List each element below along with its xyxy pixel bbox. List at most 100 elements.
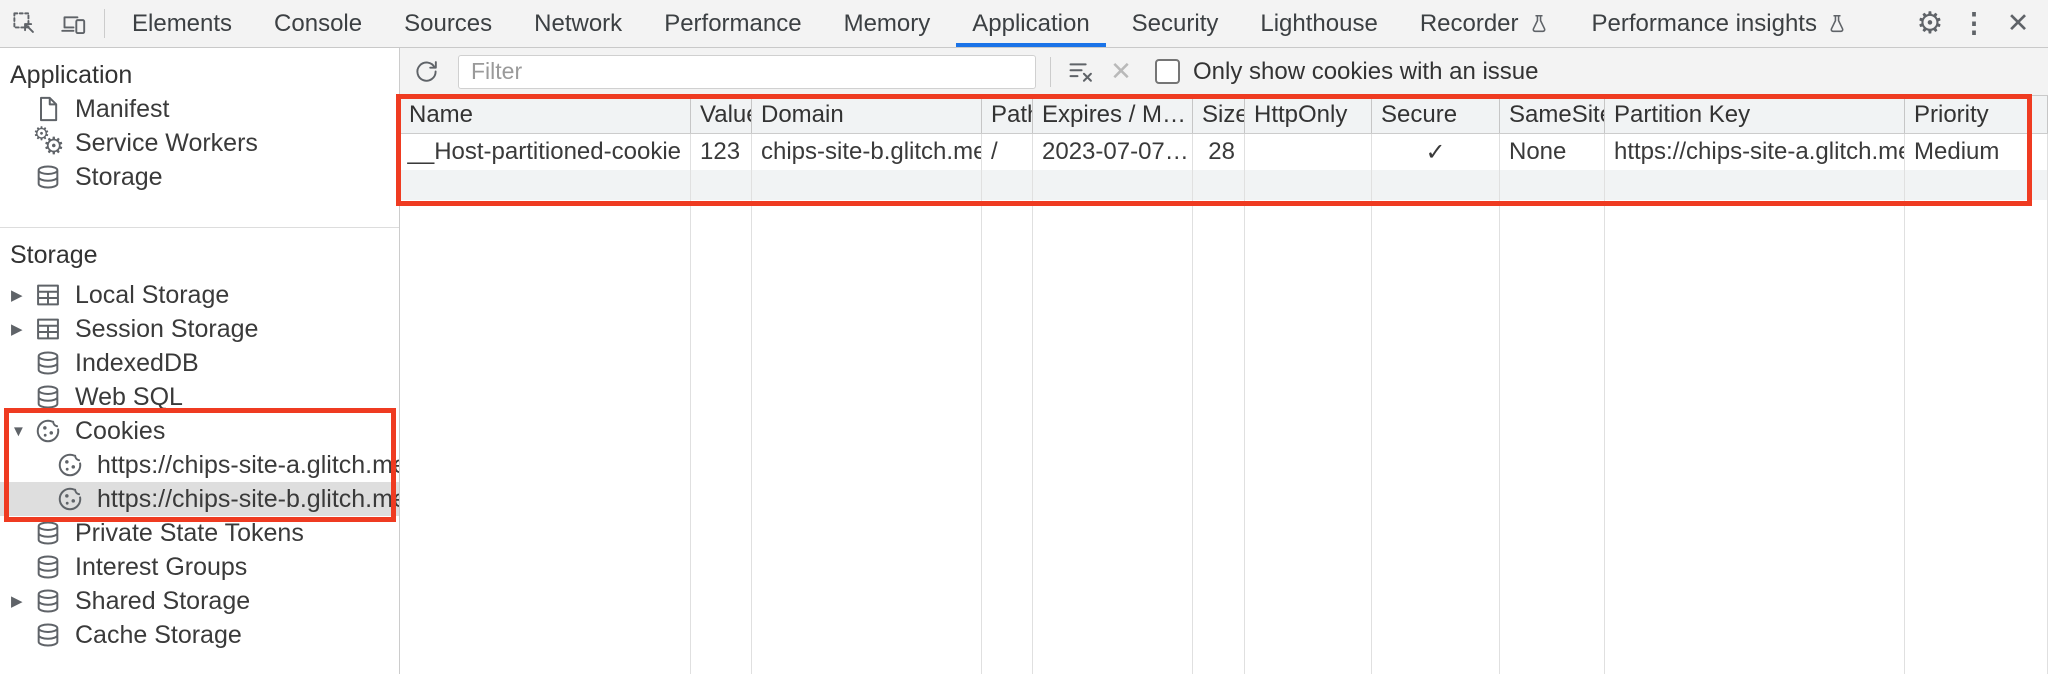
tab-label: Performance insights — [1591, 9, 1817, 37]
cell-size[interactable]: 28 — [1193, 134, 1245, 170]
column-header-expires[interactable]: Expires / M… — [1033, 96, 1193, 133]
tab-application[interactable]: Application — [951, 0, 1110, 47]
cell-path[interactable]: / — [982, 134, 1033, 170]
sidebar-item-interest-groups[interactable]: Interest Groups — [0, 550, 399, 584]
tab-lighthouse[interactable]: Lighthouse — [1239, 0, 1398, 47]
cell-samesite[interactable]: None — [1500, 134, 1605, 170]
column-header-name[interactable]: Name — [400, 96, 691, 133]
sidebar-item-indexeddb[interactable]: IndexedDB — [0, 346, 399, 380]
sidebar-item-storage[interactable]: Storage — [0, 160, 399, 194]
tab-memory[interactable]: Memory — [823, 0, 952, 47]
column-header-path[interactable]: Path — [982, 96, 1033, 133]
toolbar-divider — [104, 9, 105, 38]
issue-filter-checkbox[interactable] — [1155, 59, 1180, 84]
clear-button[interactable]: ✕ — [1101, 52, 1141, 92]
toolbar-right-controls: ⚙ ⋮ ✕ — [1895, 0, 2048, 47]
tab-label: Sources — [404, 9, 493, 37]
filter-input[interactable] — [458, 54, 1036, 89]
tab-network[interactable]: Network — [513, 0, 643, 47]
x-icon: ✕ — [1110, 56, 1132, 86]
kebab-icon: ⋮ — [1960, 8, 1988, 38]
sidebar-item-service-workers[interactable]: ⚙ ⚙ Service Workers — [0, 124, 399, 160]
sidebar-item-label: Local Storage — [75, 280, 230, 309]
sidebar-item-label: IndexedDB — [75, 348, 199, 377]
table-filler — [400, 200, 2048, 674]
cell-expires[interactable]: 2023-07-07… — [1033, 134, 1193, 170]
tab-sources[interactable]: Sources — [383, 0, 513, 47]
column-header-value[interactable]: Value — [691, 96, 752, 133]
tab-security[interactable]: Security — [1111, 0, 1240, 47]
flask-icon — [1528, 13, 1550, 35]
sidebar-item-label: Service Workers — [75, 128, 258, 157]
database-icon — [34, 163, 62, 191]
sidebar-item-label: Storage — [75, 162, 163, 191]
tab-elements[interactable]: Elements — [111, 0, 253, 47]
sidebar-item-manifest[interactable]: Manifest — [0, 92, 399, 126]
gears-icon: ⚙ ⚙ — [33, 124, 65, 160]
empty-stripe-row — [400, 170, 2048, 200]
cell-name[interactable]: __Host-partitioned-cookie — [400, 134, 691, 170]
sidebar-item-private-state-tokens[interactable]: Private State Tokens — [0, 516, 399, 550]
sidebar-item-cookies[interactable]: ▼ Cookies — [0, 414, 399, 448]
tree-expanded-icon[interactable]: ▼ — [11, 422, 26, 440]
cell-priority[interactable]: Medium — [1905, 134, 2048, 170]
tab-label: Lighthouse — [1260, 9, 1378, 37]
inspect-icon — [11, 10, 38, 37]
database-icon — [34, 519, 62, 547]
sidebar-item-label: Cache Storage — [75, 620, 242, 649]
column-header-domain[interactable]: Domain — [752, 96, 982, 133]
settings-button[interactable]: ⚙ — [1908, 0, 1952, 48]
device-toolbar-button[interactable] — [49, 0, 98, 47]
column-header-priority[interactable]: Priority — [1905, 96, 2048, 133]
sidebar-item-session-storage[interactable]: ▶ Session Storage — [0, 312, 399, 346]
cell-httponly[interactable] — [1245, 134, 1372, 170]
sidebar-item-shared-storage[interactable]: ▶ Shared Storage — [0, 584, 399, 618]
filterbar-divider — [1050, 56, 1051, 87]
refresh-button[interactable] — [406, 52, 446, 92]
sidebar-item-label: Session Storage — [75, 314, 259, 343]
refresh-icon — [413, 58, 440, 85]
cell-domain[interactable]: chips-site-b.glitch.me — [752, 134, 982, 170]
column-header-samesite[interactable]: SameSite — [1500, 96, 1605, 133]
close-devtools-button[interactable]: ✕ — [1996, 0, 2040, 48]
tree-collapsed-icon[interactable]: ▶ — [11, 287, 23, 304]
gear-icon: ⚙ — [1916, 7, 1944, 40]
sidebar-item-label: Cookies — [75, 416, 166, 445]
tab-label: Performance — [664, 9, 802, 37]
tab-performance[interactable]: Performance — [643, 0, 822, 47]
application-sidebar: Application Manifest ⚙ ⚙ Service Workers… — [0, 48, 400, 674]
tab-label: Memory — [843, 9, 931, 37]
column-header-size[interactable]: Size — [1193, 96, 1245, 133]
table-icon — [34, 315, 62, 343]
column-header-partition-key[interactable]: Partition Key — [1605, 96, 1905, 133]
sidebar-section-application: Application — [10, 60, 133, 89]
column-header-httponly[interactable]: HttpOnly — [1245, 96, 1372, 133]
more-options-button[interactable]: ⋮ — [1952, 0, 1996, 48]
tab-recorder[interactable]: Recorder — [1399, 0, 1571, 47]
cookie-row[interactable]: __Host-partitioned-cookie 123 chips-site… — [400, 134, 2048, 170]
inspect-element-button[interactable] — [0, 0, 49, 47]
cell-value[interactable]: 123 — [691, 134, 752, 170]
clear-filter-button[interactable] — [1061, 52, 1101, 92]
sidebar-item-label: https://chips-site-a.glitch.me — [97, 450, 400, 479]
column-header-secure[interactable]: Secure — [1372, 96, 1500, 133]
cell-secure[interactable]: ✓ — [1372, 134, 1500, 170]
close-icon: ✕ — [2006, 8, 2030, 38]
sidebar-item-label: https://chips-site-b.glitch.me — [97, 484, 400, 513]
sidebar-item-cookies-site-b[interactable]: https://chips-site-b.glitch.me — [0, 482, 399, 516]
tree-collapsed-icon[interactable]: ▶ — [11, 593, 23, 610]
file-icon — [34, 95, 62, 123]
sidebar-item-cache-storage[interactable]: Cache Storage — [0, 618, 399, 652]
tab-console[interactable]: Console — [253, 0, 383, 47]
sidebar-item-cookies-site-a[interactable]: https://chips-site-a.glitch.me — [0, 448, 399, 482]
sidebar-item-web-sql[interactable]: Web SQL — [0, 380, 399, 414]
tree-collapsed-icon[interactable]: ▶ — [11, 321, 23, 338]
sidebar-item-local-storage[interactable]: ▶ Local Storage — [0, 278, 399, 312]
flask-icon — [1826, 13, 1848, 35]
cell-partition-key[interactable]: https://chips-site-a.glitch.me — [1605, 134, 1905, 170]
cookie-icon — [56, 451, 84, 479]
tab-performance-insights[interactable]: Performance insights — [1571, 0, 1869, 47]
cookies-toolbar: ✕ Only show cookies with an issue — [400, 48, 2048, 96]
cookie-icon — [56, 485, 84, 513]
